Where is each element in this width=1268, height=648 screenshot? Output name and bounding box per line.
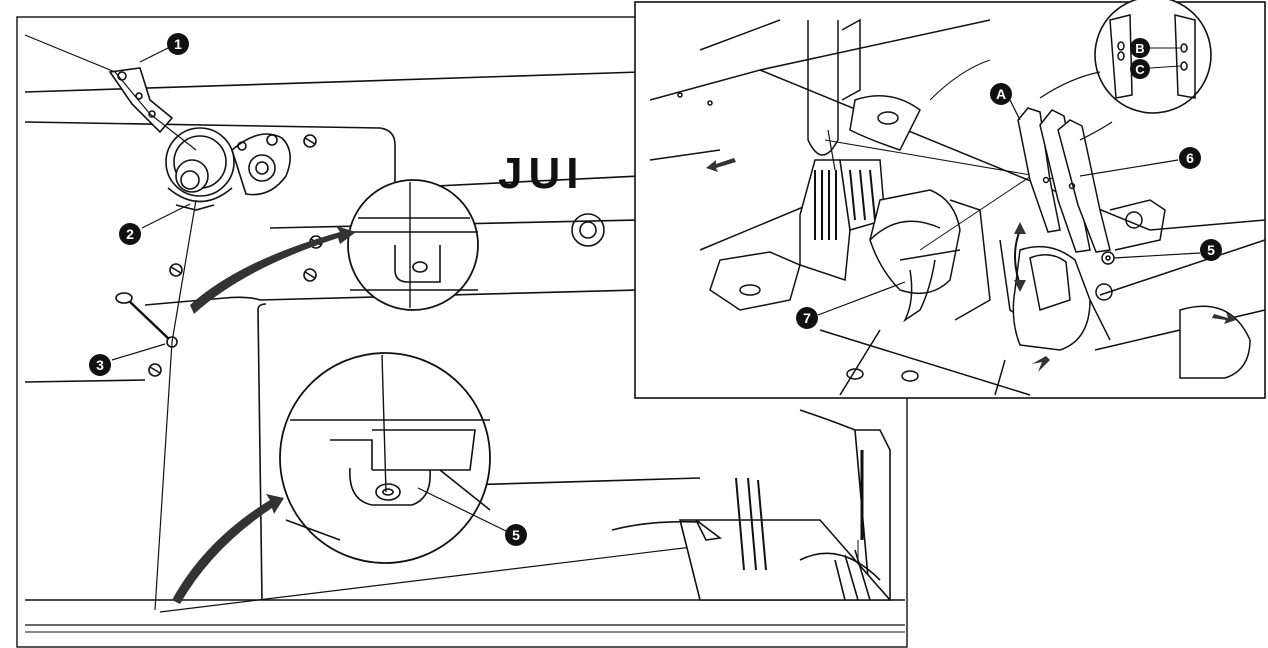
svg-text:1: 1 <box>174 36 182 52</box>
feed-arrow <box>1032 356 1050 372</box>
direction-arrow <box>190 226 356 314</box>
zoom-circle-guide <box>347 179 479 311</box>
zoom-circle-takeup <box>279 352 491 564</box>
arm-plug <box>571 213 605 247</box>
callout-B: B <box>1130 38 1150 58</box>
brand-lettering: JUI <box>498 149 584 198</box>
callout-3: 3 <box>89 354 111 376</box>
arm-face-plate-edge <box>24 121 396 188</box>
thread-tension-2 <box>165 127 235 211</box>
callout-2: 2 <box>119 223 141 245</box>
inset-thread <box>824 139 1061 181</box>
thread-guide-3 <box>115 292 178 348</box>
svg-text:C: C <box>1135 62 1145 77</box>
needle-area <box>611 409 892 601</box>
presser-foot <box>709 18 921 311</box>
svg-text:5: 5 <box>512 527 520 543</box>
direction-arrow <box>172 494 284 604</box>
tension-plates <box>1012 107 1251 379</box>
callout-7: 7 <box>796 307 818 329</box>
zoom-circle-plates <box>1039 0 1212 141</box>
svg-text:B: B <box>1135 41 1144 56</box>
screw <box>303 134 317 148</box>
svg-text:7: 7 <box>803 310 811 326</box>
tension-release-plate <box>231 133 291 196</box>
pillar-edge <box>257 309 263 601</box>
svg-text:6: 6 <box>1186 150 1194 166</box>
callout-A: A <box>990 83 1012 105</box>
thread-trimmer <box>869 189 1041 331</box>
arm-lower-edge <box>144 289 641 306</box>
callout-C: C <box>1130 59 1150 79</box>
feed-arrow <box>706 158 736 172</box>
svg-text:2: 2 <box>126 226 134 242</box>
feed-arrow <box>1212 312 1236 324</box>
svg-text:A: A <box>996 86 1006 102</box>
callout-6: 6 <box>1179 147 1201 169</box>
thread-path <box>24 34 197 151</box>
svg-text:5: 5 <box>1207 242 1215 258</box>
callout-5-inset: 5 <box>1200 239 1222 261</box>
callout-1: 1 <box>167 33 189 55</box>
inset-panel <box>634 0 1266 399</box>
svg-text:3: 3 <box>96 357 104 373</box>
callout-5-main: 5 <box>505 524 527 546</box>
